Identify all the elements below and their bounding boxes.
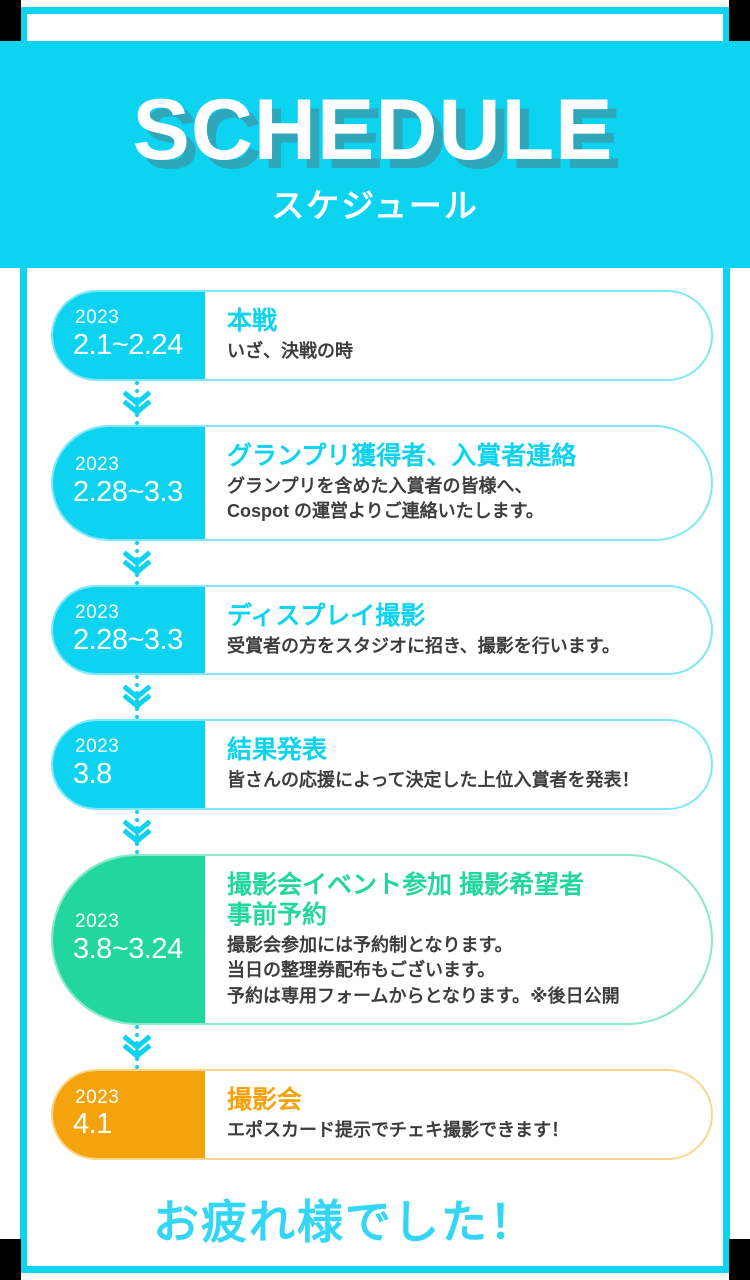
timeline-card-title: 結果発表 <box>227 736 328 765</box>
page-subtitle: スケジュール <box>271 187 479 224</box>
timeline-year: 2023 <box>75 307 120 329</box>
double-chevron-down-icon <box>122 684 152 710</box>
timeline-card-description: エポスカード提示でチェキ撮影できます！ <box>227 1120 569 1141</box>
timeline-card-body: 結果発表皆さんの応援によって決定した上位入賞者を発表！ <box>205 721 711 808</box>
timeline-date-range: 2.28~3.3 <box>73 623 183 656</box>
timeline-connector <box>32 1025 718 1070</box>
double-chevron-down-icon <box>122 550 152 576</box>
timeline-year: 2023 <box>75 911 120 933</box>
corner-mark-top-left <box>0 0 21 41</box>
timeline-card-body: 撮影会エポスカード提示でチェキ撮影できます！ <box>205 1071 711 1158</box>
timeline-date-range: 3.8~3.24 <box>73 933 183 966</box>
double-chevron-down-icon <box>122 1034 152 1060</box>
timeline-card-title: 本戦 <box>227 307 278 335</box>
timeline-date-range: 3.8 <box>73 758 112 791</box>
timeline-card-body: グランプリ獲得者、入賞者連絡グランプリを含めた入賞者の皆様へ、 Cospot の… <box>205 427 711 539</box>
footer-message: お疲れ様でした！ <box>153 1196 537 1248</box>
timeline-year: 2023 <box>75 454 120 476</box>
double-chevron-down-icon <box>122 819 152 845</box>
timeline-card-body: 本戦いざ、決戦の時 <box>205 292 711 379</box>
timeline-card-title: グランプリ獲得者、入賞者連絡 <box>227 441 577 470</box>
timeline-year: 2023 <box>75 1086 120 1108</box>
timeline-card-description: 撮影会参加には予約制となります。 当日の整理券配布もございます。 予約は専用フォ… <box>227 934 620 1006</box>
timeline-connector <box>32 809 718 854</box>
double-chevron-down-icon <box>122 390 152 416</box>
hero-banner: SCHEDULE スケジュール <box>0 41 750 268</box>
timeline-card-body: ディスプレイ撮影受賞者の方をスタジオに招き、撮影を行います。 <box>205 587 711 674</box>
timeline-card-description: 皆さんの応援によって決定した上位入賞者を発表！ <box>227 770 640 791</box>
timeline-year: 2023 <box>75 736 120 758</box>
timeline-card-title: 撮影会イベント参加 撮影希望者 事前予約 <box>227 870 584 929</box>
corner-mark-top-right <box>729 0 750 41</box>
timeline-date-range: 4.1 <box>73 1108 112 1141</box>
corner-mark-bottom-right <box>729 1239 750 1280</box>
timeline-date-range: 2.1~2.24 <box>73 329 183 362</box>
timeline-connector <box>32 380 718 425</box>
timeline-date-range: 2.28~3.3 <box>73 476 183 509</box>
timeline-card-title: 撮影会 <box>227 1086 303 1115</box>
timeline-connector <box>32 540 718 585</box>
page-title: SCHEDULE <box>132 82 614 178</box>
timeline-connector <box>32 675 718 720</box>
timeline-card-description: いざ、決戦の時 <box>227 341 353 361</box>
timeline-card-description: グランプリを含めた入賞者の皆様へ、 Cospot の運営よりご連絡いたします。 <box>227 475 544 522</box>
timeline-year: 2023 <box>75 601 120 623</box>
corner-mark-bottom-left <box>0 1239 21 1280</box>
timeline-card-body: 撮影会イベント参加 撮影希望者 事前予約撮影会参加には予約制となります。 当日の… <box>205 856 711 1024</box>
timeline-card-description: 受賞者の方をスタジオに招き、撮影を行います。 <box>227 635 620 656</box>
timeline-card-title: ディスプレイ撮影 <box>227 601 426 630</box>
